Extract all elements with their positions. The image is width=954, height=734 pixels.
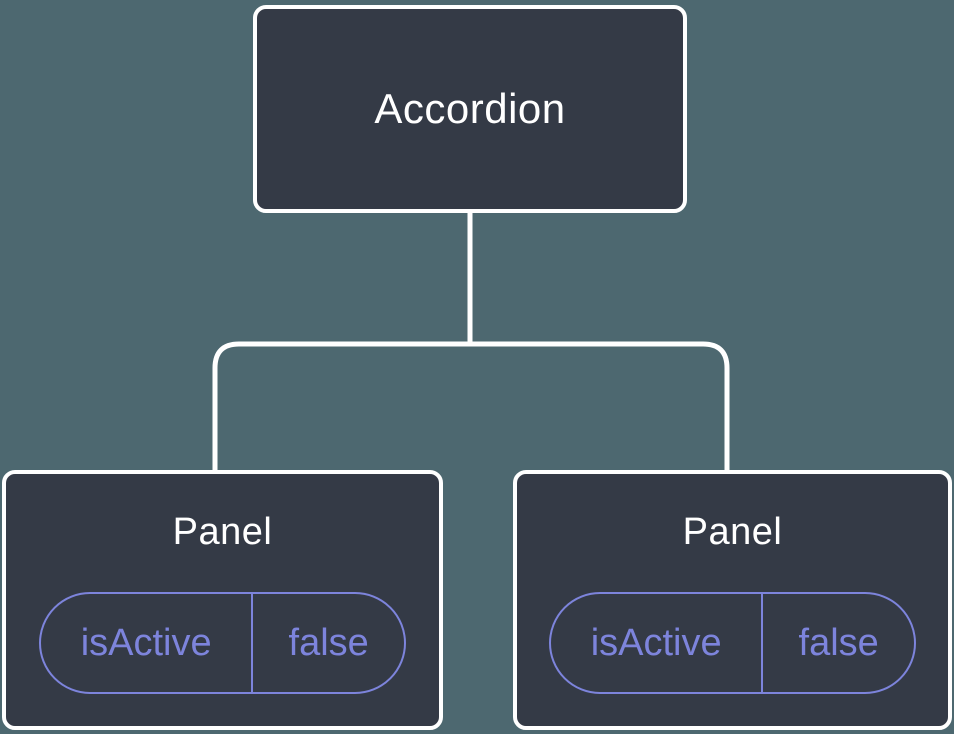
- state-pill: isActive false: [549, 592, 916, 694]
- panel-label: Panel: [682, 511, 783, 553]
- panel-label: Panel: [172, 511, 273, 553]
- state-key-label: isActive: [80, 621, 212, 664]
- state-value-label: false: [288, 621, 369, 664]
- state-value-cell: false: [253, 594, 404, 692]
- state-key-cell: isActive: [41, 594, 254, 692]
- accordion-node: Accordion: [253, 5, 687, 213]
- accordion-label: Accordion: [374, 85, 566, 132]
- panel-node-left: Panel isActive false: [2, 470, 443, 730]
- state-value-label: false: [798, 621, 879, 664]
- state-value-cell: false: [763, 594, 914, 692]
- state-key-cell: isActive: [551, 594, 764, 692]
- state-key-label: isActive: [590, 621, 722, 664]
- connector-branch: [212, 341, 730, 474]
- panel-node-right: Panel isActive false: [513, 470, 952, 730]
- state-pill: isActive false: [39, 592, 406, 694]
